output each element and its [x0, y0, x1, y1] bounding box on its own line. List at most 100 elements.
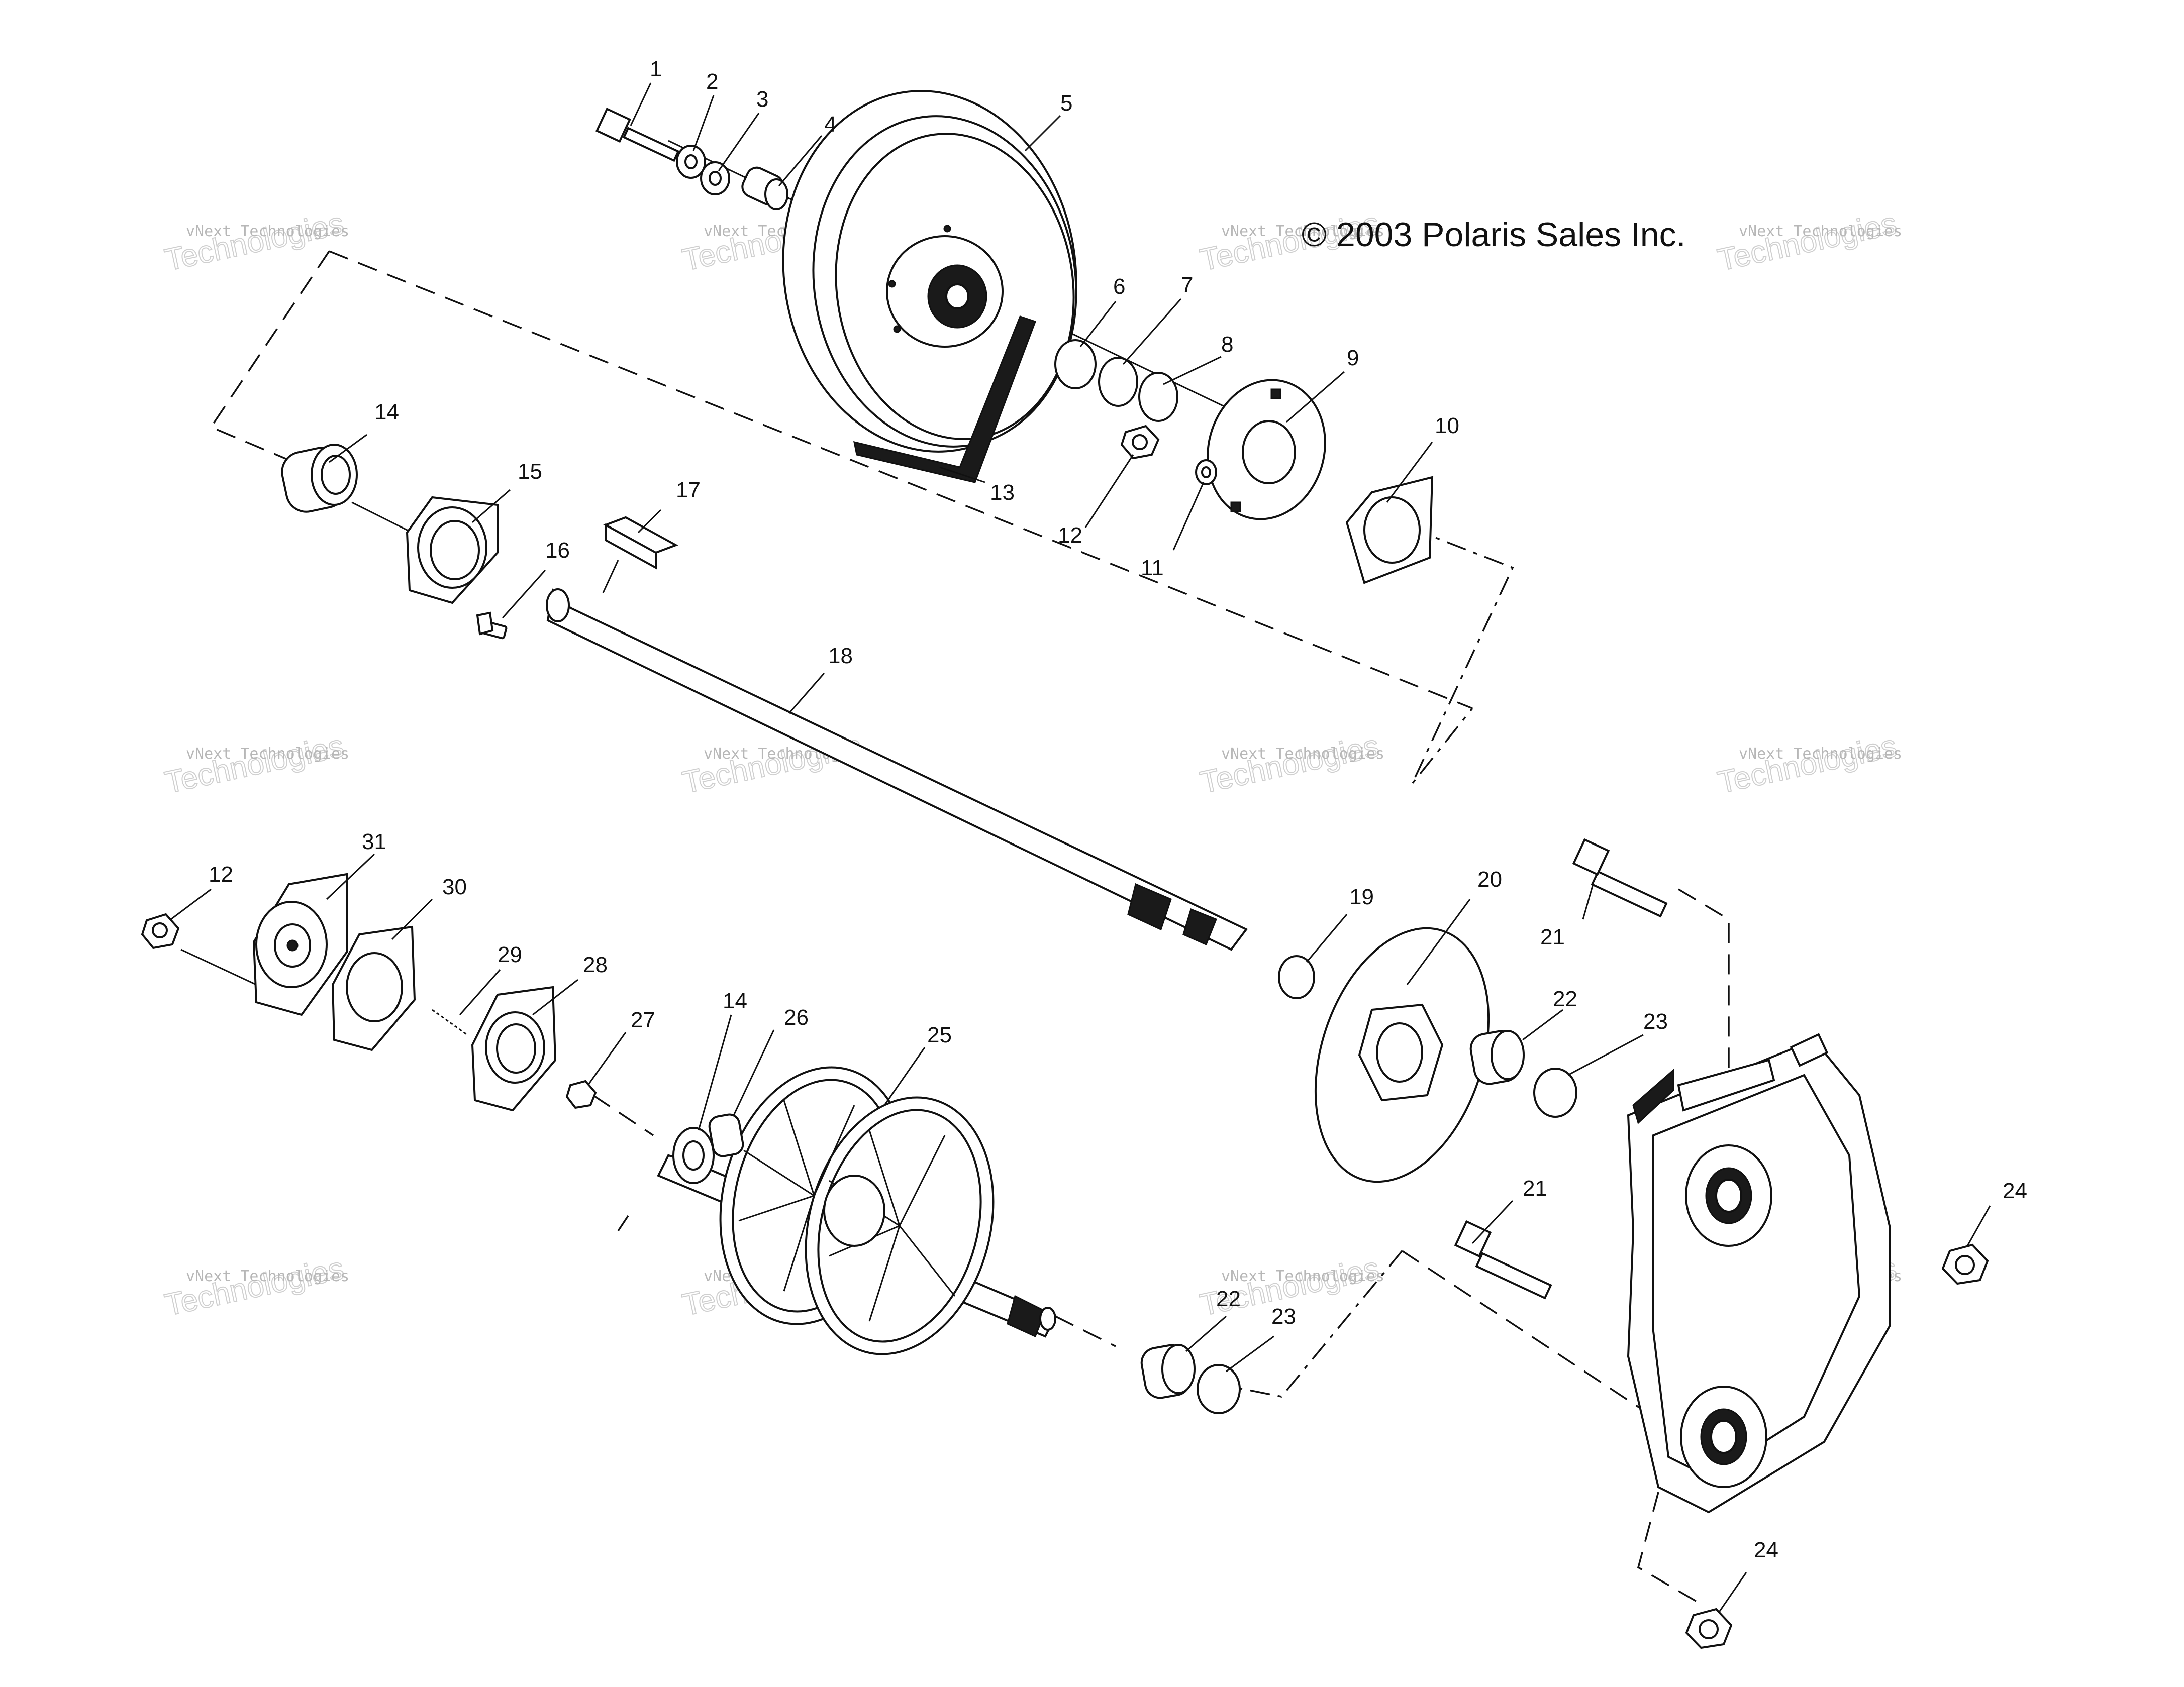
part-seal-23a	[1533, 1068, 1577, 1118]
callout-15: 15	[518, 459, 542, 484]
svg-text:vNext Technologies: vNext Technologies	[186, 745, 349, 763]
part-gasket-30	[331, 925, 416, 1051]
assembly-line-bottom	[1637, 1492, 1699, 1604]
part-seal-6	[1054, 339, 1097, 389]
callout-12-lower: 12	[209, 862, 233, 887]
part-seal-23b	[1197, 1364, 1241, 1414]
assembly-line-lower-right	[1678, 888, 1730, 1130]
callout-10: 10	[1435, 413, 1459, 438]
callouts: 1 2 3 4 5 6 7 8 9 10 11 12 13 14 15 16 1…	[209, 57, 2027, 1562]
svg-text:vNext Technologies: vNext Technologies	[1221, 223, 1384, 240]
part-ring-19	[1278, 955, 1315, 999]
leader-lines	[170, 82, 1991, 1613]
part-nut-12a	[1120, 425, 1160, 460]
axis-line-bottom-mid	[592, 1094, 654, 1136]
part-nut-27	[565, 1080, 597, 1109]
assembly-line-upper-long	[329, 250, 1473, 709]
assembly-line-upper	[210, 251, 330, 463]
callout-23-lower: 23	[1271, 1304, 1296, 1329]
callout-8: 8	[1221, 332, 1233, 357]
part-bolt-21a	[1572, 838, 1668, 918]
svg-text:vNext Technologies: vNext Technologies	[186, 1268, 349, 1285]
part-bearing-26	[708, 1113, 744, 1157]
svg-text:Technologies: Technologies	[1197, 728, 1382, 800]
parts	[141, 90, 1989, 1649]
callout-31: 31	[362, 829, 386, 854]
axis-line-bottom-left	[180, 948, 257, 986]
callout-9: 9	[1347, 346, 1359, 370]
callout-19: 19	[1349, 885, 1374, 909]
callout-14-lower: 14	[723, 989, 747, 1013]
callout-29: 29	[498, 942, 522, 967]
part-flange-28	[471, 986, 557, 1112]
callout-22-upper: 22	[1553, 987, 1577, 1011]
callout-14-upper: 14	[374, 400, 399, 425]
callout-5: 5	[1060, 91, 1072, 116]
part-bearing-22b	[1140, 1344, 1196, 1399]
part-ring-7	[1098, 357, 1138, 407]
part-bolt-21b	[1454, 1220, 1552, 1300]
part-bolt-16	[476, 611, 508, 640]
callout-25: 25	[927, 1023, 952, 1047]
part-nut-24a	[1941, 1243, 1989, 1285]
part-shaft-18	[546, 588, 1248, 951]
part-bearing-14a	[281, 444, 358, 513]
callout-21-upper: 21	[1540, 925, 1565, 950]
part-bearing-14b	[672, 1127, 715, 1184]
part-key-17	[603, 516, 678, 570]
part-nut-12b	[141, 913, 180, 950]
svg-text:Technologies: Technologies	[1715, 728, 1900, 800]
assembly-line-axle	[617, 1215, 629, 1231]
part-ring-8	[1138, 372, 1178, 422]
assembly-line-lower-left	[1231, 1250, 1403, 1398]
callout-20: 20	[1477, 867, 1502, 892]
part-chaincase-housing	[1627, 1033, 1891, 1514]
assembly-line-lower-mid	[1402, 1250, 1669, 1428]
callout-28: 28	[583, 953, 608, 977]
callout-27: 27	[631, 1008, 655, 1032]
callout-6: 6	[1113, 274, 1125, 299]
part-nut-24b	[1685, 1608, 1733, 1649]
part-pulley-5	[782, 90, 1077, 453]
watermark-mid-1: Technologies vNext Technologies	[161, 728, 349, 801]
callout-1: 1	[650, 57, 662, 81]
part-flange-31	[252, 873, 348, 1016]
svg-text:Technologies: Technologies	[1715, 206, 1900, 278]
watermark-mid-4: Technologies vNext Technologies	[1714, 728, 1902, 801]
svg-text:vNext Technologies: vNext Technologies	[1739, 223, 1902, 240]
callout-18: 18	[828, 644, 853, 668]
callout-21-lower: 21	[1523, 1176, 1547, 1201]
callout-3: 3	[756, 87, 768, 112]
callout-30: 30	[442, 875, 467, 899]
svg-text:Technologies: Technologies	[162, 1251, 347, 1323]
part-spring-29	[432, 1009, 468, 1036]
part-gasket-10	[1345, 476, 1434, 584]
callout-7: 7	[1181, 273, 1193, 297]
callout-23-upper: 23	[1643, 1009, 1668, 1034]
part-bearing-22a	[1469, 1030, 1525, 1085]
callout-16: 16	[545, 538, 570, 563]
callout-11: 11	[1141, 556, 1164, 580]
part-washer-3	[700, 161, 730, 195]
part-disc-20	[1314, 927, 1490, 1183]
copyright-notice: © 2003 Polaris Sales Inc.	[1302, 216, 1686, 254]
callout-17: 17	[676, 478, 701, 502]
callout-26: 26	[784, 1005, 809, 1030]
callout-2: 2	[706, 69, 718, 94]
part-plate-9	[1207, 379, 1326, 520]
callout-12-upper: 12	[1058, 523, 1082, 548]
svg-text:Technologies: Technologies	[162, 728, 347, 800]
watermark-top-1: Technologies vNext Technologies	[161, 205, 349, 278]
callout-13: 13	[990, 480, 1015, 505]
watermark-bot-1: Technologies vNext Technologies	[161, 1250, 349, 1323]
part-driveshaft-25	[657, 1066, 1057, 1355]
part-washer-2	[676, 145, 706, 179]
svg-text:vNext Technologies: vNext Technologies	[1739, 745, 1902, 763]
svg-text:vNext Technologies: vNext Technologies	[186, 223, 349, 240]
callout-24-upper: 24	[2003, 1179, 2027, 1203]
part-flange-15	[406, 496, 499, 604]
watermark-top-4: Technologies vNext Technologies	[1714, 205, 1902, 278]
assembly-line-right	[1409, 526, 1514, 785]
part-spacer-4	[741, 166, 788, 210]
